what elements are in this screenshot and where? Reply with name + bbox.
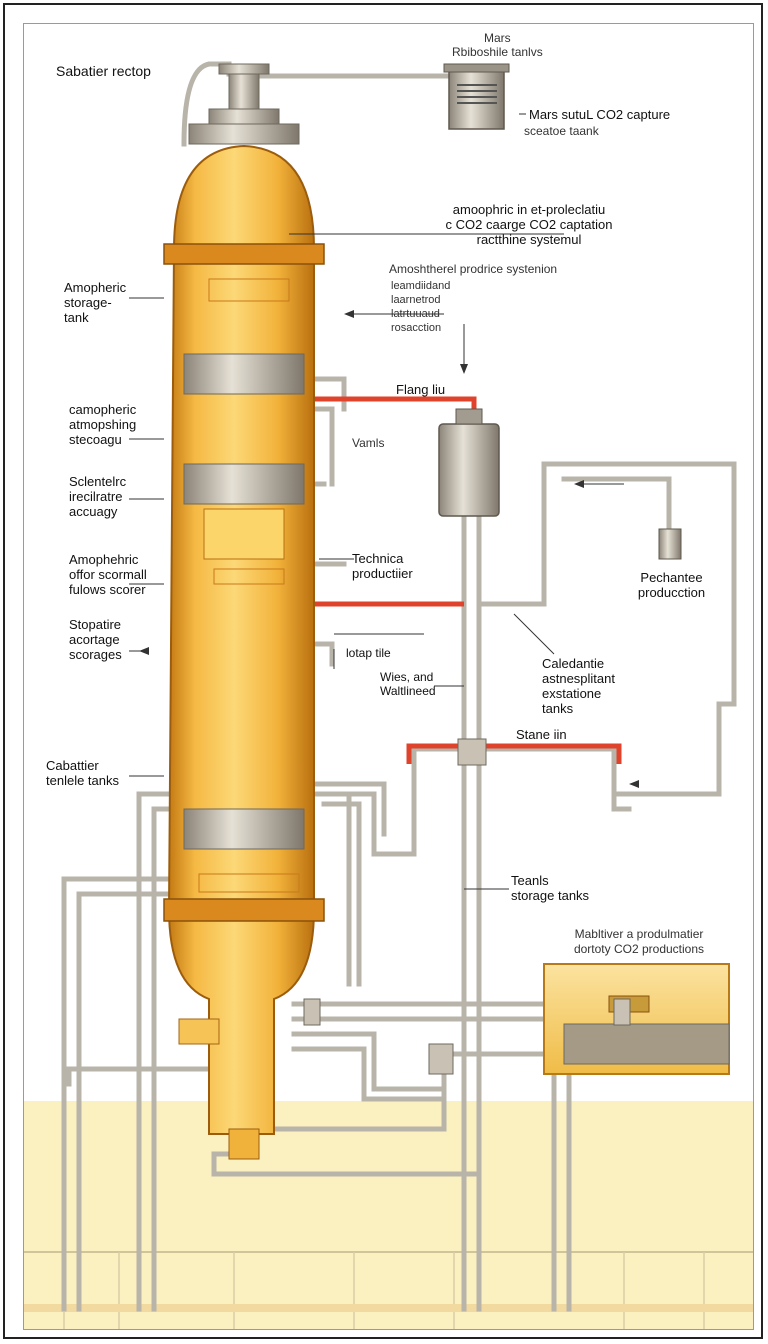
label-caledantie-tanks: Caledantie astnesplitant exstatione tank… [542, 656, 615, 716]
label-atmos-produce-line-1: leamdiidand [391, 280, 451, 292]
label-storage-scorages: Stopatire acortage scorages [69, 617, 122, 662]
reactor-bottom-flange [163, 898, 325, 922]
label-mars-sub: Rbiboshile tanlvs [452, 45, 543, 59]
leader-lines [129, 113, 624, 890]
reactor-vessel [167, 144, 315, 1135]
label-atmos-produce-line-3: latrtuuaud [391, 308, 440, 320]
reactor-outlet-nozzle [178, 1018, 220, 1045]
label-stane: Stane iin [516, 727, 567, 742]
middle-separator-tank [438, 408, 500, 517]
label-flows-scorer: Amophehric offor scormall fulows scorer [69, 552, 147, 597]
label-co2-capture-sub: sceatoe taank [524, 124, 599, 138]
label-atmos-produce: Amoshtherel prodrice systenion [389, 262, 558, 276]
pipe-network [61, 61, 737, 1312]
label-atmos-produce-line-2: laarnetrod [391, 294, 441, 306]
label-technical-production: Technica productiier [352, 551, 413, 581]
diagram-title: Sabatier rectop [56, 63, 151, 79]
ground-base-strip [24, 1304, 753, 1312]
reactor-top-flange [163, 243, 325, 265]
reactor-vent-grills [198, 278, 300, 893]
label-vamis: Vamls [352, 436, 385, 450]
label-wies-waltlineed: Wies, and Waltlineed [380, 670, 436, 698]
label-tap: lotap tile [346, 646, 391, 660]
label-sabatier-tanks: Cabattier tenlele tanks [46, 758, 119, 788]
diagram-frame: Sabatier rectop Mars Rbiboshile tanlvs M… [3, 3, 763, 1339]
co2-capture-tank [443, 63, 510, 130]
flow-arrows [139, 310, 639, 788]
valve-flanges [303, 738, 631, 1075]
label-mars: Mars [484, 31, 511, 45]
production-unit-box [543, 963, 730, 1075]
label-flange: Flang liu [396, 382, 446, 397]
label-co2-capture: Mars sutuL CO2 capture [529, 107, 671, 122]
label-pechantee-production: Pechantee producction [637, 570, 706, 600]
plant-diagram [24, 61, 753, 1329]
diagram-canvas: Sabatier rectop Mars Rbiboshile tanlvs M… [23, 23, 754, 1330]
label-atmospheric-storage: camopheric atmopshing stecoagu [69, 402, 137, 447]
reactor-top-cap [188, 63, 300, 145]
reactor-bottom-nozzle [228, 1128, 260, 1160]
reactor-catalyst-bands [183, 353, 305, 850]
ground-area [24, 1101, 753, 1329]
label-mabltiver-production: Mabltiver a produlmatier dortoty CO2 pro… [573, 927, 705, 956]
label-atmos-precipitation: amoophric in et-proleclatiu c CO2 caarge… [445, 202, 613, 247]
small-canister [658, 528, 682, 560]
label-atmos-produce-line-4: rosacction [391, 322, 442, 334]
label-teanis-storage: Teanls storage tanks [511, 873, 590, 903]
label-storage-tank-left: Amopheric storage- tank [64, 280, 127, 325]
label-scientific-accuracy: Sclentelrc irecilratre accuagy [69, 474, 127, 519]
